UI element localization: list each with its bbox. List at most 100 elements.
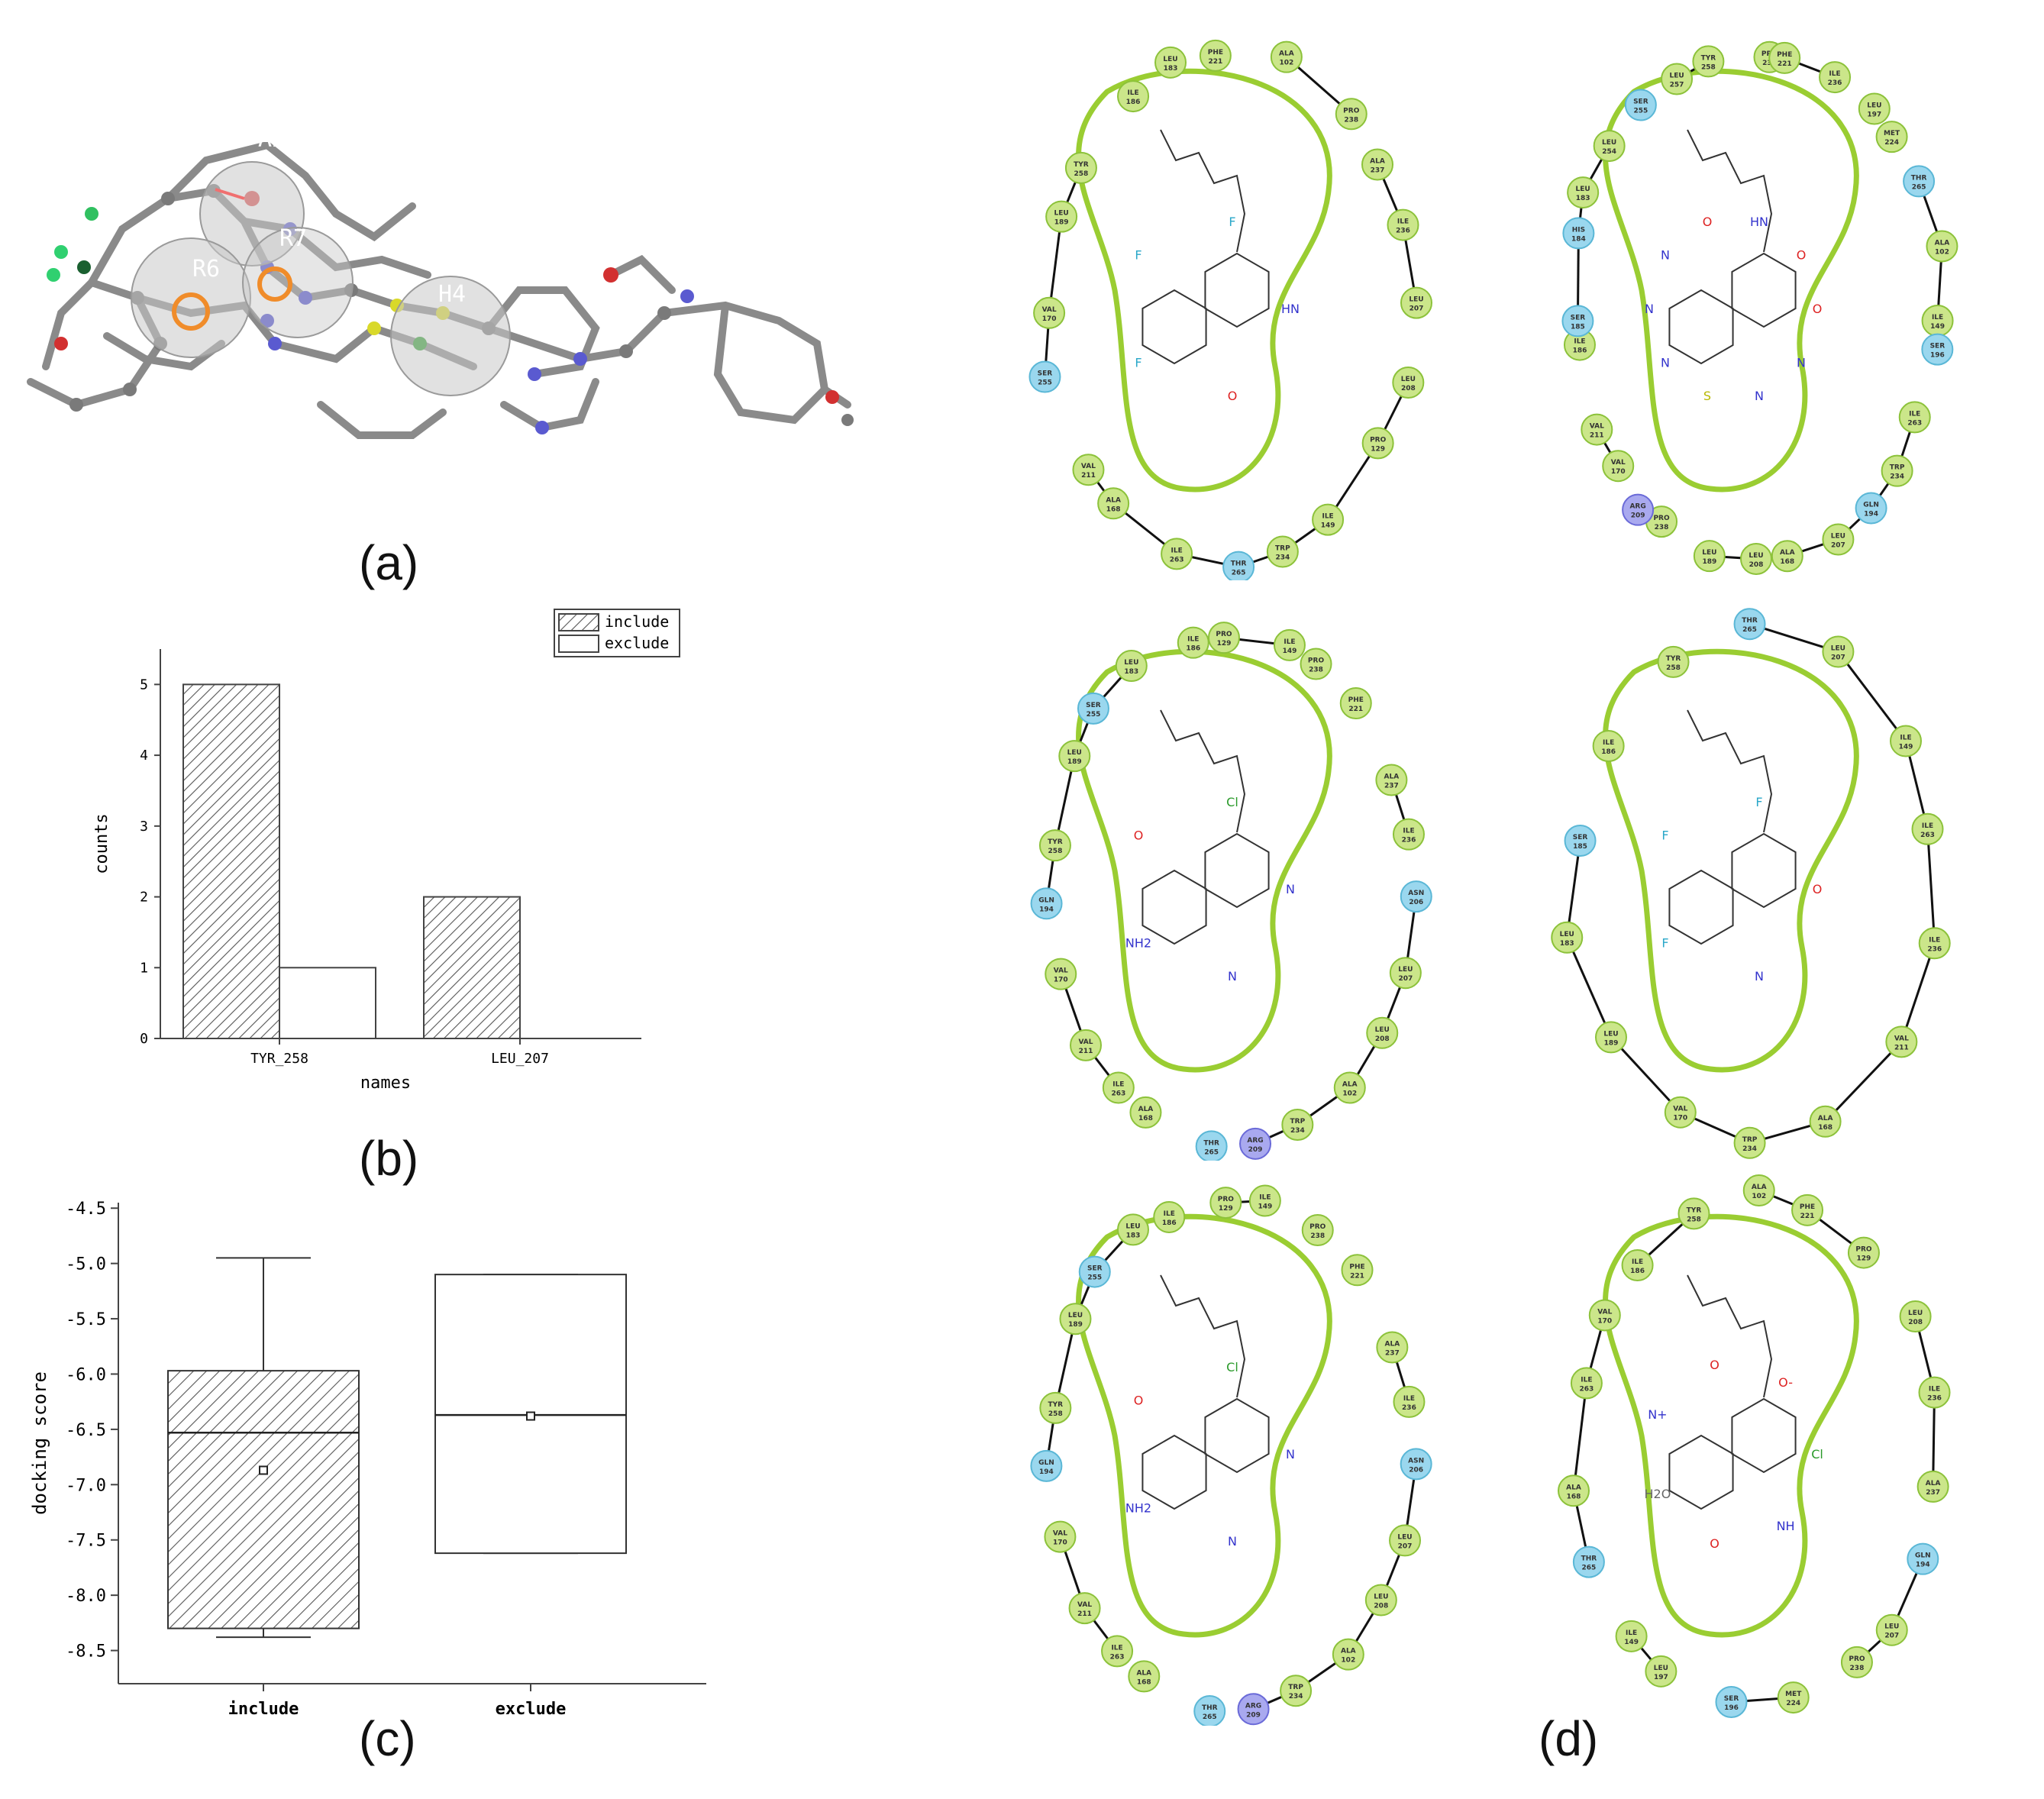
residue-name: SER (1930, 343, 1946, 350)
binding-pocket-outline (1076, 68, 1332, 493)
residue-number: 149 (1258, 1203, 1272, 1211)
residue-name: TYR (1048, 1401, 1064, 1409)
backbone-link (1048, 216, 1063, 313)
interaction-diagram-1: HNOFFFPHE221ALA102PRO238ALA237ILE236LEU2… (1028, 39, 1432, 580)
residue-number: 209 (1248, 1146, 1263, 1154)
residue-number: 183 (1560, 940, 1574, 948)
residue-number: 257 (1670, 82, 1684, 89)
residue-node (1064, 151, 1097, 184)
ligand-atom-label: Cl (1226, 1360, 1238, 1374)
residue-node (1926, 230, 1958, 263)
residue-node (1366, 1016, 1399, 1049)
residue-node (1742, 1174, 1775, 1207)
residue-node (1239, 1127, 1272, 1160)
residue-number: 149 (1624, 1639, 1639, 1646)
binding-pocket-outline (1076, 1213, 1332, 1638)
residue-node (1097, 487, 1130, 520)
residue-number: 238 (1850, 1665, 1865, 1672)
residue-name: PRO (1218, 1196, 1235, 1203)
residue-node (1270, 40, 1303, 73)
label-d: (d) (1539, 1711, 1599, 1766)
residue-name: ARG (1245, 1702, 1261, 1710)
residue-number: 265 (1912, 183, 1926, 191)
residue-node (1044, 1520, 1077, 1553)
box-x-tick-label: exclude (496, 1700, 567, 1719)
residue-node (1581, 413, 1613, 446)
residue-node (1361, 148, 1394, 181)
residue-number: 258 (1687, 1216, 1701, 1223)
box-y-tick-label: -5.0 (66, 1255, 106, 1274)
residue-name: ALA (1566, 1484, 1581, 1491)
box-y-tick-label: -5.5 (66, 1310, 106, 1329)
residue-name: LEU (1067, 749, 1082, 757)
residue-name: ALA (1106, 496, 1121, 504)
binding-pocket-outline (1076, 648, 1332, 1073)
residue-number: 211 (1894, 1044, 1909, 1051)
residue-name: TYR (1074, 161, 1089, 169)
residue-name: PHE (1348, 696, 1364, 704)
residue-name: THR (1742, 617, 1758, 625)
residue-number: 184 (1571, 235, 1586, 243)
bar-x-axis-label: names (360, 1074, 411, 1092)
residue-node (1558, 1474, 1590, 1507)
residue-name: VAL (1077, 1601, 1092, 1609)
residue-number: 234 (1275, 554, 1290, 562)
ligand-atom-label: S (1703, 389, 1711, 403)
ring-marker-r7 (257, 266, 292, 302)
residue-name: ALA (1370, 157, 1385, 165)
legend-swatch-include (558, 613, 599, 631)
residue-node (1822, 523, 1855, 556)
ligand-atom-label: HN (1750, 215, 1768, 229)
residue-node (1733, 608, 1766, 641)
residue-name: ASN (1408, 890, 1424, 897)
residue-name: ILE (1187, 636, 1199, 644)
residue-name: ILE (1403, 828, 1414, 835)
residue-node (1364, 1584, 1397, 1617)
ligand-atom-label: Cl (1226, 795, 1238, 809)
residue-name: ILE (1932, 314, 1943, 321)
residue-number: 149 (1321, 522, 1335, 530)
residue-name: ALA (1818, 1115, 1833, 1122)
residue-number: 211 (1077, 1610, 1092, 1618)
residue-name: PHE (1208, 49, 1223, 57)
bar-y-tick-label: 0 (140, 1031, 148, 1047)
residue-name: VAL (1590, 423, 1604, 431)
residue-node (1045, 200, 1078, 233)
residue-name: LEU (1560, 931, 1574, 938)
residue-name: THR (1581, 1555, 1597, 1563)
residue-node (1237, 1693, 1270, 1726)
residue-number: 211 (1081, 472, 1096, 480)
residue-node (1033, 296, 1066, 329)
residue-number: 185 (1573, 843, 1587, 851)
residue-node (1154, 46, 1187, 79)
residue-name: ALA (1136, 1669, 1151, 1677)
residue-number: 149 (1283, 648, 1297, 655)
residue-node (1387, 208, 1419, 241)
bar-exclude-TYR_258 (279, 967, 376, 1040)
residue-node (1335, 98, 1368, 131)
residue-node (1300, 648, 1332, 680)
residue-name: SER (1087, 1265, 1103, 1273)
sphere-a2 (199, 161, 305, 266)
residue-node (1615, 1620, 1648, 1652)
residue-name: GLN (1038, 896, 1054, 904)
feature-label-r6: R6 (192, 256, 220, 283)
residue-number: 186 (1186, 645, 1200, 653)
residue-number: 170 (1054, 977, 1068, 984)
ligand-atom-label: F (1229, 215, 1235, 229)
residue-node (1193, 1695, 1226, 1726)
residue-number: 206 (1409, 899, 1423, 906)
ligand-atom-label: O (1710, 1358, 1719, 1372)
residue-number: 263 (1920, 832, 1935, 839)
panel-a-pharmacophore: A2 R7 R6 H4 (15, 115, 870, 512)
box-y-tick-label: -6.0 (66, 1365, 106, 1384)
residue-name: ILE (1127, 89, 1138, 97)
residue-node (1899, 1300, 1932, 1333)
residue-node (1809, 1105, 1842, 1138)
residue-name: ALA (1385, 1341, 1400, 1348)
residue-number: 102 (1279, 60, 1293, 67)
residue-node (1771, 540, 1803, 573)
bar-include-TYR_258 (182, 683, 280, 1039)
interaction-diagram-6: ClNHOH2ON+OO-ALA102PHE221PRO129LEU208ILE… (1558, 1174, 1951, 1718)
